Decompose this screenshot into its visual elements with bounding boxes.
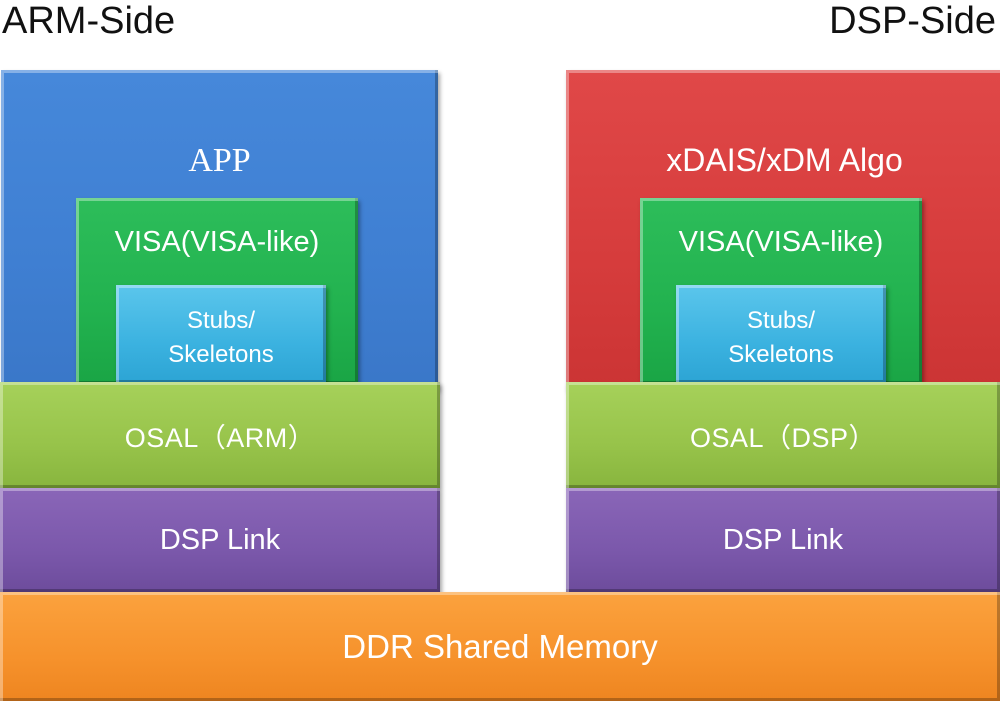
- arm-stubs-line1: Stubs/: [186, 307, 256, 334]
- ddr-shared-memory-label: DDR Shared Memory: [342, 627, 658, 665]
- arm-visa-label: VISA(VISA-like): [114, 226, 320, 258]
- arm-app-label: APP: [188, 142, 251, 179]
- dsp-dsplink-block: DSP Link: [566, 488, 1000, 592]
- arm-dsplink-label: DSP Link: [159, 523, 281, 556]
- dsp-osal-label: OSAL（DSP）: [689, 422, 877, 453]
- arm-side-title: ARM-Side: [2, 0, 176, 42]
- dsp-algo-label: xDAIS/xDM Algo: [666, 142, 903, 178]
- arm-stubs-line2: Skeletons: [168, 341, 274, 368]
- dsp-visa-label: VISA(VISA-like): [678, 226, 884, 258]
- dsp-dsplink-label: DSP Link: [722, 523, 844, 556]
- arm-dsplink-block: DSP Link: [0, 488, 440, 592]
- arm-osal-block: OSAL（ARM）: [0, 382, 440, 488]
- arm-stubs-block: Stubs/ Skeletons: [116, 285, 326, 383]
- arm-osal-label: OSAL（ARM）: [124, 422, 316, 453]
- dsp-stubs-line1: Stubs/: [746, 307, 816, 334]
- dsp-stubs-block: Stubs/ Skeletons: [676, 285, 886, 383]
- dsp-stubs-line2: Skeletons: [728, 341, 834, 368]
- dsp-side-title: DSP-Side: [829, 0, 996, 42]
- ddr-shared-memory-block: DDR Shared Memory: [0, 592, 1000, 701]
- dsp-osal-block: OSAL（DSP）: [566, 382, 1000, 488]
